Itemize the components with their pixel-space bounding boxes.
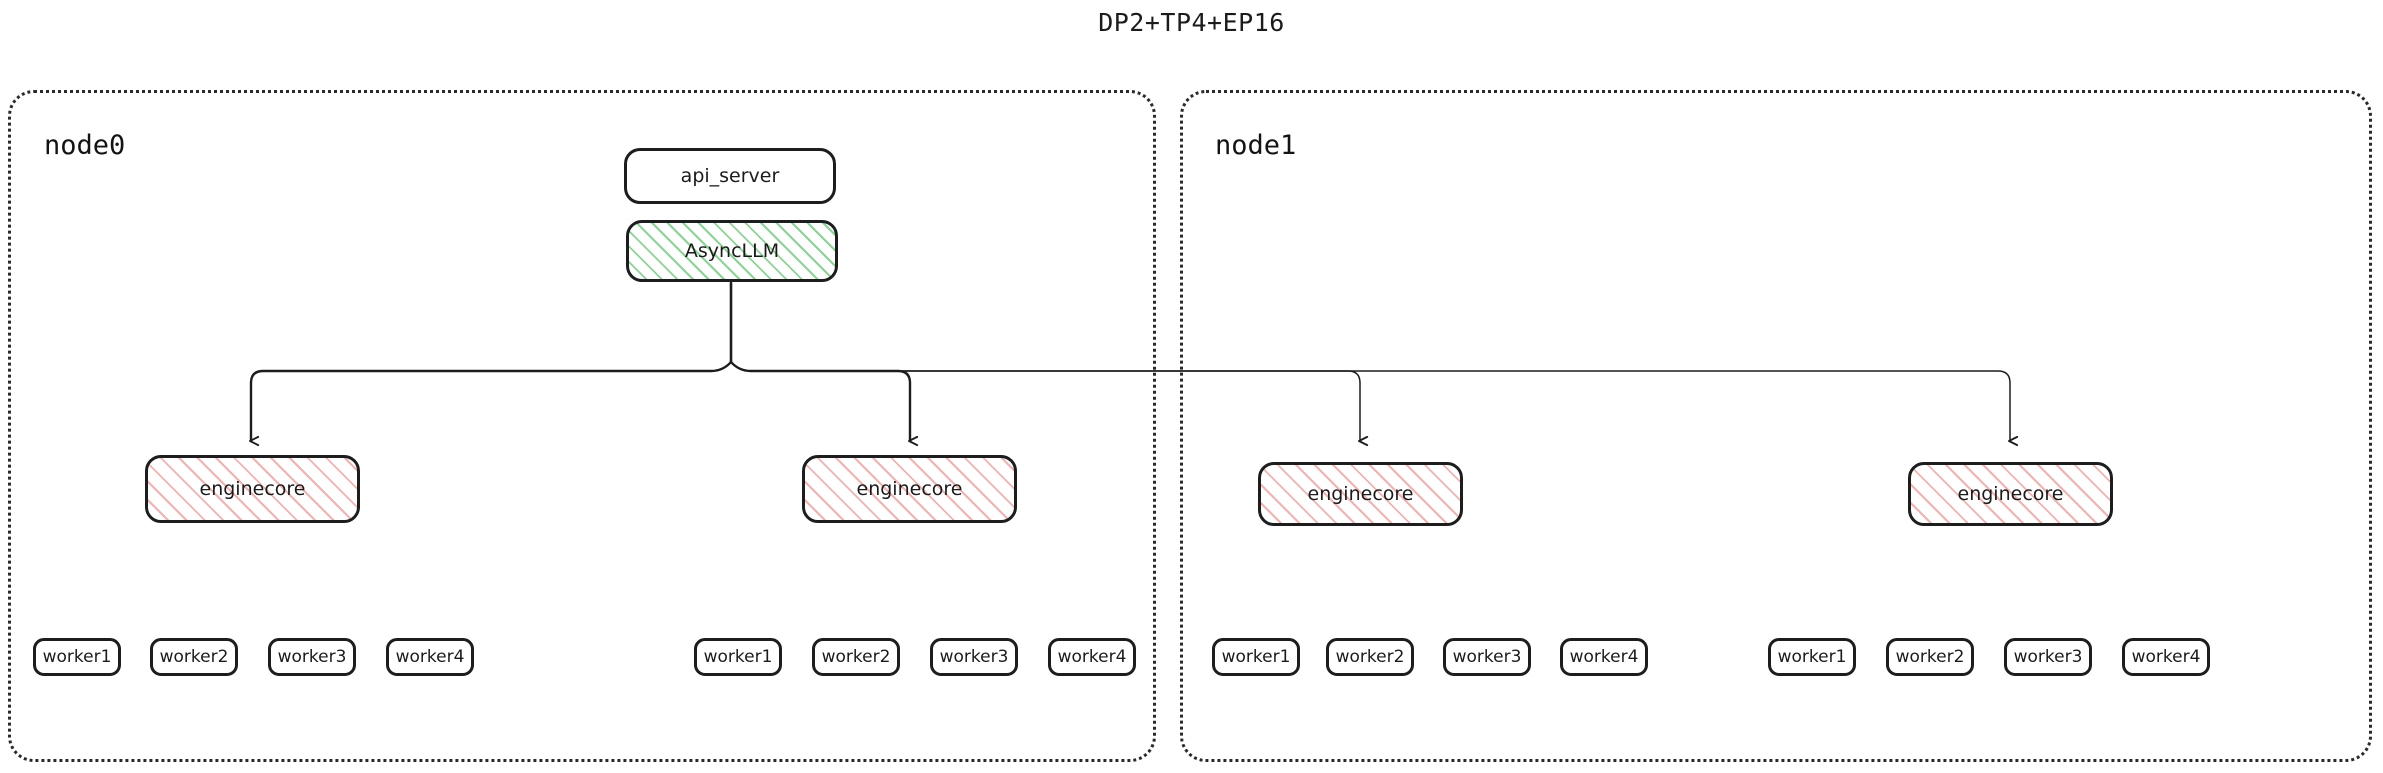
enginecore-box[interactable]: enginecore bbox=[802, 455, 1017, 523]
worker-box[interactable]: worker2 bbox=[812, 638, 900, 676]
worker-label: worker3 bbox=[277, 647, 347, 667]
worker-label: worker2 bbox=[1895, 647, 1965, 667]
worker-box[interactable]: worker2 bbox=[150, 638, 238, 676]
async-llm-box[interactable]: AsyncLLM bbox=[626, 220, 838, 282]
async-llm-label: AsyncLLM bbox=[684, 240, 780, 262]
enginecore-label: enginecore bbox=[856, 478, 963, 500]
node-label-node1: node1 bbox=[1215, 130, 1297, 161]
api-server-box[interactable]: api_server bbox=[624, 148, 836, 204]
worker-box[interactable]: worker4 bbox=[2122, 638, 2210, 676]
worker-label: worker2 bbox=[821, 647, 891, 667]
worker-box[interactable]: worker3 bbox=[2004, 638, 2092, 676]
enginecore-box[interactable]: enginecore bbox=[1908, 462, 2113, 526]
enginecore-label: enginecore bbox=[199, 478, 306, 500]
enginecore-box[interactable]: enginecore bbox=[1258, 462, 1463, 526]
worker-box[interactable]: worker3 bbox=[268, 638, 356, 676]
worker-box[interactable]: worker1 bbox=[33, 638, 121, 676]
worker-box[interactable]: worker3 bbox=[1443, 638, 1531, 676]
worker-label: worker3 bbox=[2013, 647, 2083, 667]
worker-label: worker4 bbox=[1569, 647, 1639, 667]
worker-label: worker1 bbox=[1777, 647, 1847, 667]
worker-label: worker2 bbox=[1335, 647, 1405, 667]
worker-box[interactable]: worker4 bbox=[1048, 638, 1136, 676]
worker-box[interactable]: worker4 bbox=[1560, 638, 1648, 676]
worker-label: worker3 bbox=[1452, 647, 1522, 667]
worker-box[interactable]: worker3 bbox=[930, 638, 1018, 676]
worker-label: worker1 bbox=[42, 647, 112, 667]
worker-box[interactable]: worker1 bbox=[1212, 638, 1300, 676]
worker-label: worker4 bbox=[2131, 647, 2201, 667]
worker-box[interactable]: worker2 bbox=[1886, 638, 1974, 676]
enginecore-label: enginecore bbox=[1957, 483, 2064, 505]
worker-box[interactable]: worker1 bbox=[694, 638, 782, 676]
worker-label: worker4 bbox=[1057, 647, 1127, 667]
worker-box[interactable]: worker2 bbox=[1326, 638, 1414, 676]
worker-label: worker2 bbox=[159, 647, 229, 667]
worker-label: worker3 bbox=[939, 647, 1009, 667]
node-label-node0: node0 bbox=[44, 130, 126, 161]
diagram-title: DP2+TP4+EP16 bbox=[1098, 8, 1285, 37]
worker-box[interactable]: worker1 bbox=[1768, 638, 1856, 676]
enginecore-box[interactable]: enginecore bbox=[145, 455, 360, 523]
worker-box[interactable]: worker4 bbox=[386, 638, 474, 676]
worker-label: worker4 bbox=[395, 647, 465, 667]
worker-label: worker1 bbox=[1221, 647, 1291, 667]
worker-label: worker1 bbox=[703, 647, 773, 667]
enginecore-label: enginecore bbox=[1307, 483, 1414, 505]
api-server-label: api_server bbox=[680, 165, 780, 187]
